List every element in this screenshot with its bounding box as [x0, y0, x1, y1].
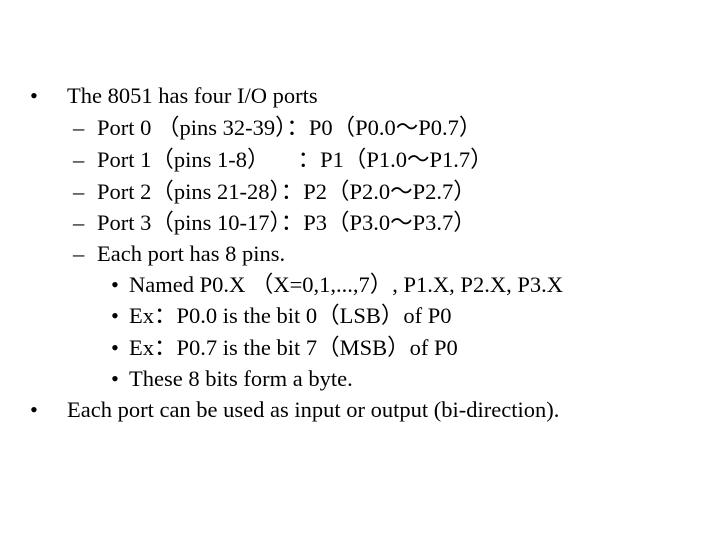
sub-sub-bullet-marker: •: [111, 366, 119, 391]
sub-sub-bullet-text: These 8 bits form a byte.: [129, 366, 353, 391]
sub-bullet-marker: –: [73, 241, 85, 266]
sub-sub-bullet-item: • Ex：P0.7 is the bit 7（MSB）of P0: [111, 335, 458, 361]
sub-sub-bullet-item: • Named P0.X （X=0,1,...,7）, P1.X, P2.X, P…: [111, 272, 563, 298]
sub-sub-bullet-marker: •: [111, 272, 119, 297]
sub-sub-bullet-text: Ex：P0.0 is the bit 0（LSB）of P0: [129, 303, 452, 328]
sub-bullet-item: –Port 3（pins 10-17）：P3（P3.0～P3.7）: [73, 210, 476, 236]
sub-sub-bullet-marker: •: [111, 303, 119, 328]
sub-sub-bullet-marker: •: [111, 335, 119, 360]
sub-bullet-item: –Port 1（pins 1-8） ：P1（P1.0～P1.7）: [73, 147, 493, 173]
bullet-text: The 8051 has four I/O ports: [67, 83, 318, 108]
sub-bullet-marker: –: [73, 115, 85, 140]
sub-sub-bullet-item: • Ex：P0.0 is the bit 0（LSB）of P0: [111, 303, 452, 329]
sub-sub-bullet-text: Ex：P0.7 is the bit 7（MSB）of P0: [129, 335, 458, 360]
sub-bullet-item: –Each port has 8 pins.: [73, 241, 285, 267]
sub-sub-bullet-item: • These 8 bits form a byte.: [111, 366, 353, 392]
bullet-item: • The 8051 has four I/O ports: [30, 83, 318, 109]
bullet-marker: •: [30, 83, 38, 108]
sub-bullet-text: Each port has 8 pins.: [97, 241, 286, 266]
sub-bullet-text: Port 0 （pins 32-39）：P0（P0.0～P0.7）: [97, 115, 482, 140]
bullet-marker: •: [30, 397, 38, 422]
sub-bullet-item: –Port 2（pins 21-28）：P2（P2.0～P2.7）: [73, 179, 476, 205]
bullet-item: • Each port can be used as input or outpu…: [30, 397, 559, 423]
sub-bullet-marker: –: [73, 210, 85, 235]
sub-bullet-marker: –: [73, 179, 85, 204]
sub-bullet-text: Port 1（pins 1-8） ：P1（P1.0～P1.7）: [97, 147, 493, 172]
bullet-text: Each port can be used as input or output…: [67, 397, 560, 422]
sub-sub-bullet-text: Named P0.X （X=0,1,...,7）, P1.X, P2.X, P3…: [129, 272, 563, 297]
sub-bullet-item: –Port 0 （pins 32-39）：P0（P0.0～P0.7）: [73, 115, 481, 141]
sub-bullet-marker: –: [73, 147, 85, 172]
sub-bullet-text: Port 2（pins 21-28）：P2（P2.0～P2.7）: [97, 179, 476, 204]
sub-bullet-text: Port 3（pins 10-17）：P3（P3.0～P3.7）: [97, 210, 476, 235]
